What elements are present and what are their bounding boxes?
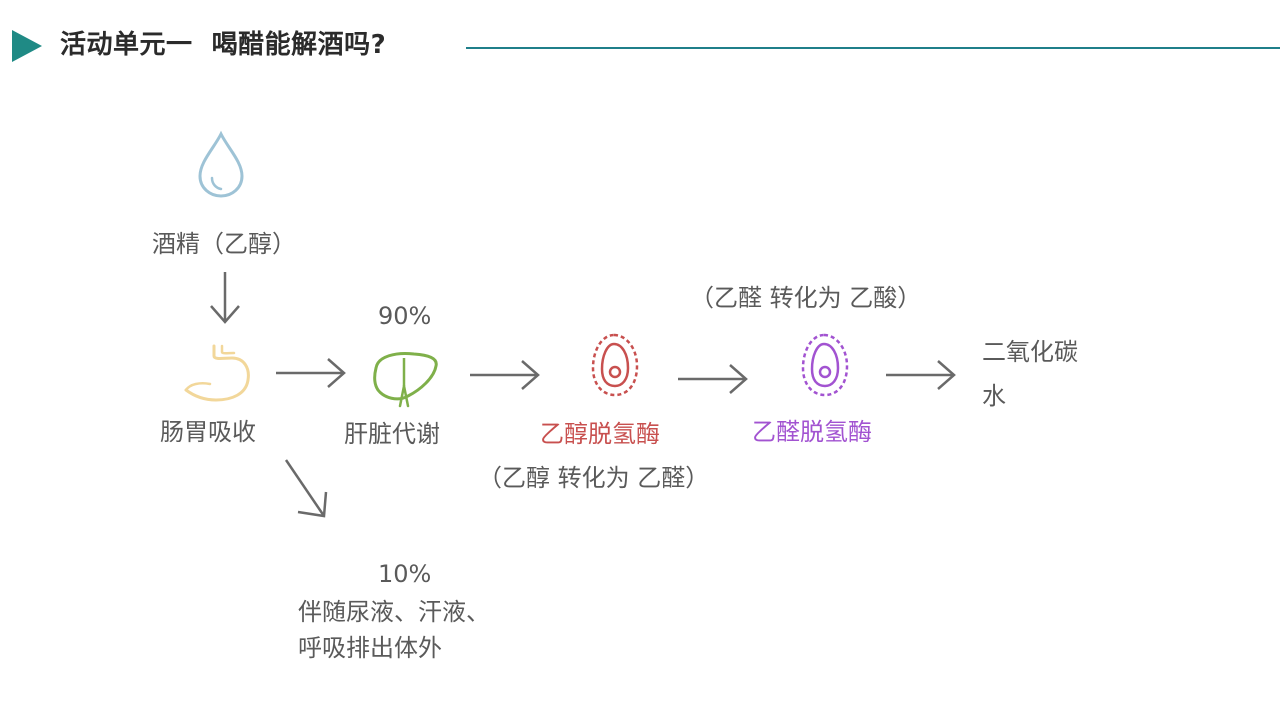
aldh-note: （乙醛 转化为 乙酸） [690, 284, 922, 312]
excrete-line1: 伴随尿液、汗液、 [298, 598, 490, 626]
page-title: 活动单元一 喝醋能解酒吗? [60, 30, 387, 60]
enzyme-icon-aldh [801, 333, 849, 397]
droplet-icon [198, 130, 244, 198]
header-divider [466, 47, 1280, 49]
adh-label: 乙醇脱氢酶 [540, 420, 660, 448]
arrow-down [210, 272, 240, 324]
products-line1: 二氧化碳 [982, 338, 1078, 366]
liver-percent: 90% [378, 302, 432, 330]
aldh-label: 乙醛脱氢酶 [752, 418, 872, 446]
absorb-label: 肠胃吸收 [160, 418, 256, 446]
header-play-icon [12, 30, 42, 62]
alcohol-label: 酒精（乙醇） [152, 230, 296, 258]
arrow-right-1 [276, 358, 346, 388]
arrow-right-2 [470, 360, 540, 390]
excrete-percent: 10% [378, 560, 432, 588]
arrow-right-3 [678, 364, 748, 394]
products-line2: 水 [982, 382, 1006, 410]
liver-icon [373, 352, 438, 408]
liver-label: 肝脏代谢 [344, 420, 440, 448]
arrow-diagonal [284, 459, 328, 518]
stomach-icon [184, 344, 250, 402]
enzyme-icon-adh [591, 333, 639, 397]
excrete-line2: 呼吸排出体外 [298, 634, 442, 662]
arrow-right-4 [886, 360, 956, 390]
adh-note: （乙醇 转化为 乙醛） [478, 464, 710, 492]
